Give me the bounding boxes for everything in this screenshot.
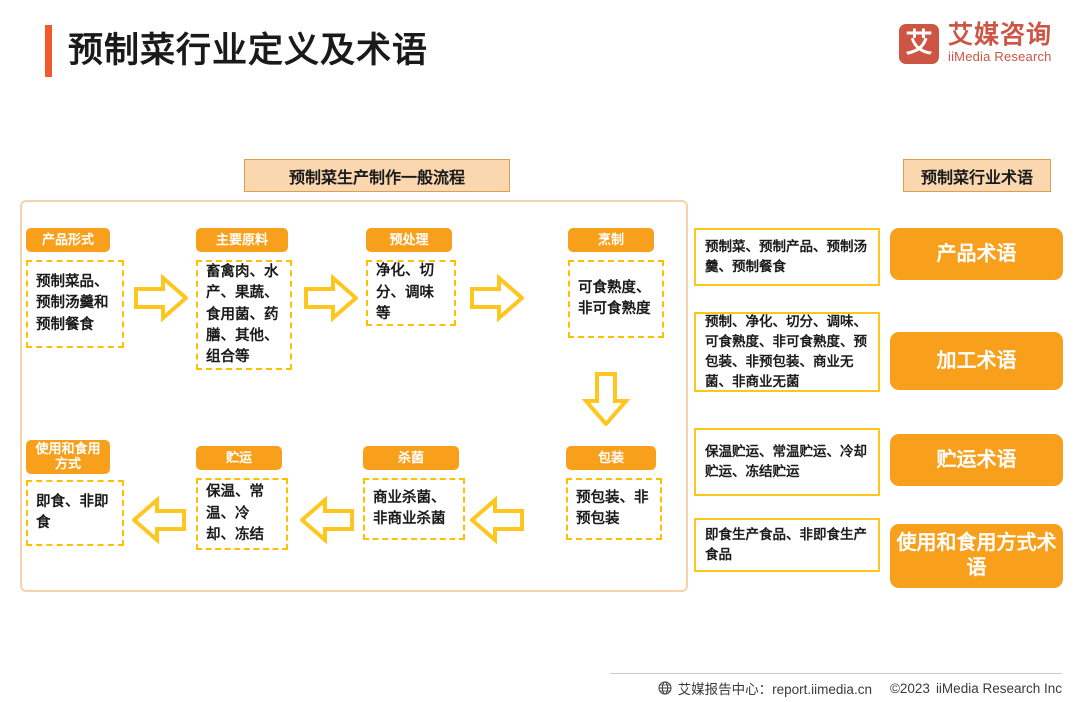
flow-stage-body: 预包装、非预包装: [566, 478, 662, 540]
flow-stage-body: 预制菜品、预制汤羹和预制餐食: [26, 260, 124, 348]
globe-icon: [658, 681, 672, 695]
flow-stage-label: 杀菌: [363, 446, 459, 470]
flow-stage-label: 使用和食用方式: [26, 440, 110, 474]
arrow-right-icon: [134, 273, 190, 327]
term-category-processing: 加工术语: [890, 332, 1063, 390]
page-header: 预制菜行业定义及术语 艾 艾媒咨询 iiMedia Research: [0, 0, 1080, 110]
footer-divider: [610, 673, 1062, 674]
flow-stage-body: 可食熟度、非可食熟度: [568, 260, 664, 338]
flow-section-caption: 预制菜生产制作一般流程: [244, 159, 510, 192]
flow-stage-usage-method: 使用和食用方式 即食、非即食: [26, 440, 124, 546]
brand-text: 艾媒咨询 iiMedia Research: [948, 22, 1052, 65]
arrow-right-icon: [304, 273, 360, 327]
flow-stage-body: 畜禽肉、水产、果蔬、食用菌、药膳、其他、组合等: [196, 260, 292, 370]
brand-name-cn: 艾媒咨询: [947, 21, 1052, 49]
term-category-usage: 使用和食用方式术语: [890, 524, 1063, 588]
flow-stage-packaging: 包装 预包装、非预包装: [566, 446, 662, 540]
flow-stage-product-form: 产品形式 预制菜品、预制汤羹和预制餐食: [26, 228, 124, 348]
page-footer: 艾媒报告中心：report.iimedia.cn ©2023 iiMedia R…: [658, 678, 1062, 698]
flow-stage-label: 主要原料: [196, 228, 288, 252]
term-description: 即食生产食品、非即食生产食品: [694, 518, 880, 572]
footer-copyright: ©2023: [889, 680, 930, 696]
terms-section-caption: 预制菜行业术语: [903, 159, 1051, 192]
term-description: 预制、净化、切分、调味、可食熟度、非可食熟度、预包装、非预包装、商业无菌、非商业…: [694, 312, 880, 392]
flow-stage-body: 保温、常温、冷却、冻结: [196, 478, 288, 550]
brand-mark-icon: 艾: [898, 23, 939, 64]
flow-stage-storage-transport: 贮运 保温、常温、冷却、冻结: [196, 446, 288, 550]
brand-name-en: iiMedia Research: [947, 49, 1052, 64]
term-category-storage: 贮运术语: [890, 434, 1063, 486]
title-accent-bar: [45, 25, 52, 77]
flow-stage-label: 包装: [566, 446, 656, 470]
flow-stage-body: 商业杀菌、非商业杀菌: [363, 478, 465, 540]
flow-stage-label: 预处理: [366, 228, 452, 252]
flow-panel: [20, 200, 688, 592]
flow-stage-cooking: 烹制 可食熟度、非可食熟度: [568, 228, 664, 338]
flow-stage-label: 贮运: [196, 446, 282, 470]
flow-stage-sterilization: 杀菌 商业杀菌、非商业杀菌: [363, 446, 465, 540]
arrow-down-icon: [581, 372, 631, 431]
flow-stage-body: 即食、非即食: [26, 480, 124, 546]
brand-logo: 艾 艾媒咨询 iiMedia Research: [898, 22, 1052, 65]
arrow-left-icon: [130, 495, 186, 549]
flow-stage-pretreatment: 预处理 净化、切分、调味等: [366, 228, 456, 326]
flow-stage-main-materials: 主要原料 畜禽肉、水产、果蔬、食用菌、药膳、其他、组合等: [196, 228, 292, 370]
flow-stage-label: 烹制: [568, 228, 654, 252]
term-description: 保温贮运、常温贮运、冷却贮运、冻结贮运: [694, 428, 880, 496]
page-title: 预制菜行业定义及术语: [68, 31, 429, 70]
flow-stage-body: 净化、切分、调味等: [366, 260, 456, 326]
footer-company: iiMedia Research Inc: [935, 680, 1062, 696]
flow-stage-label: 产品形式: [26, 228, 110, 252]
arrow-left-icon: [468, 495, 524, 549]
footer-report-center: 艾媒报告中心：report.iimedia.cn: [677, 682, 872, 697]
term-category-product: 产品术语: [890, 228, 1063, 280]
arrow-right-icon: [470, 273, 526, 327]
term-description: 预制菜、预制产品、预制汤羹、预制餐食: [694, 228, 880, 286]
arrow-left-icon: [298, 495, 354, 549]
